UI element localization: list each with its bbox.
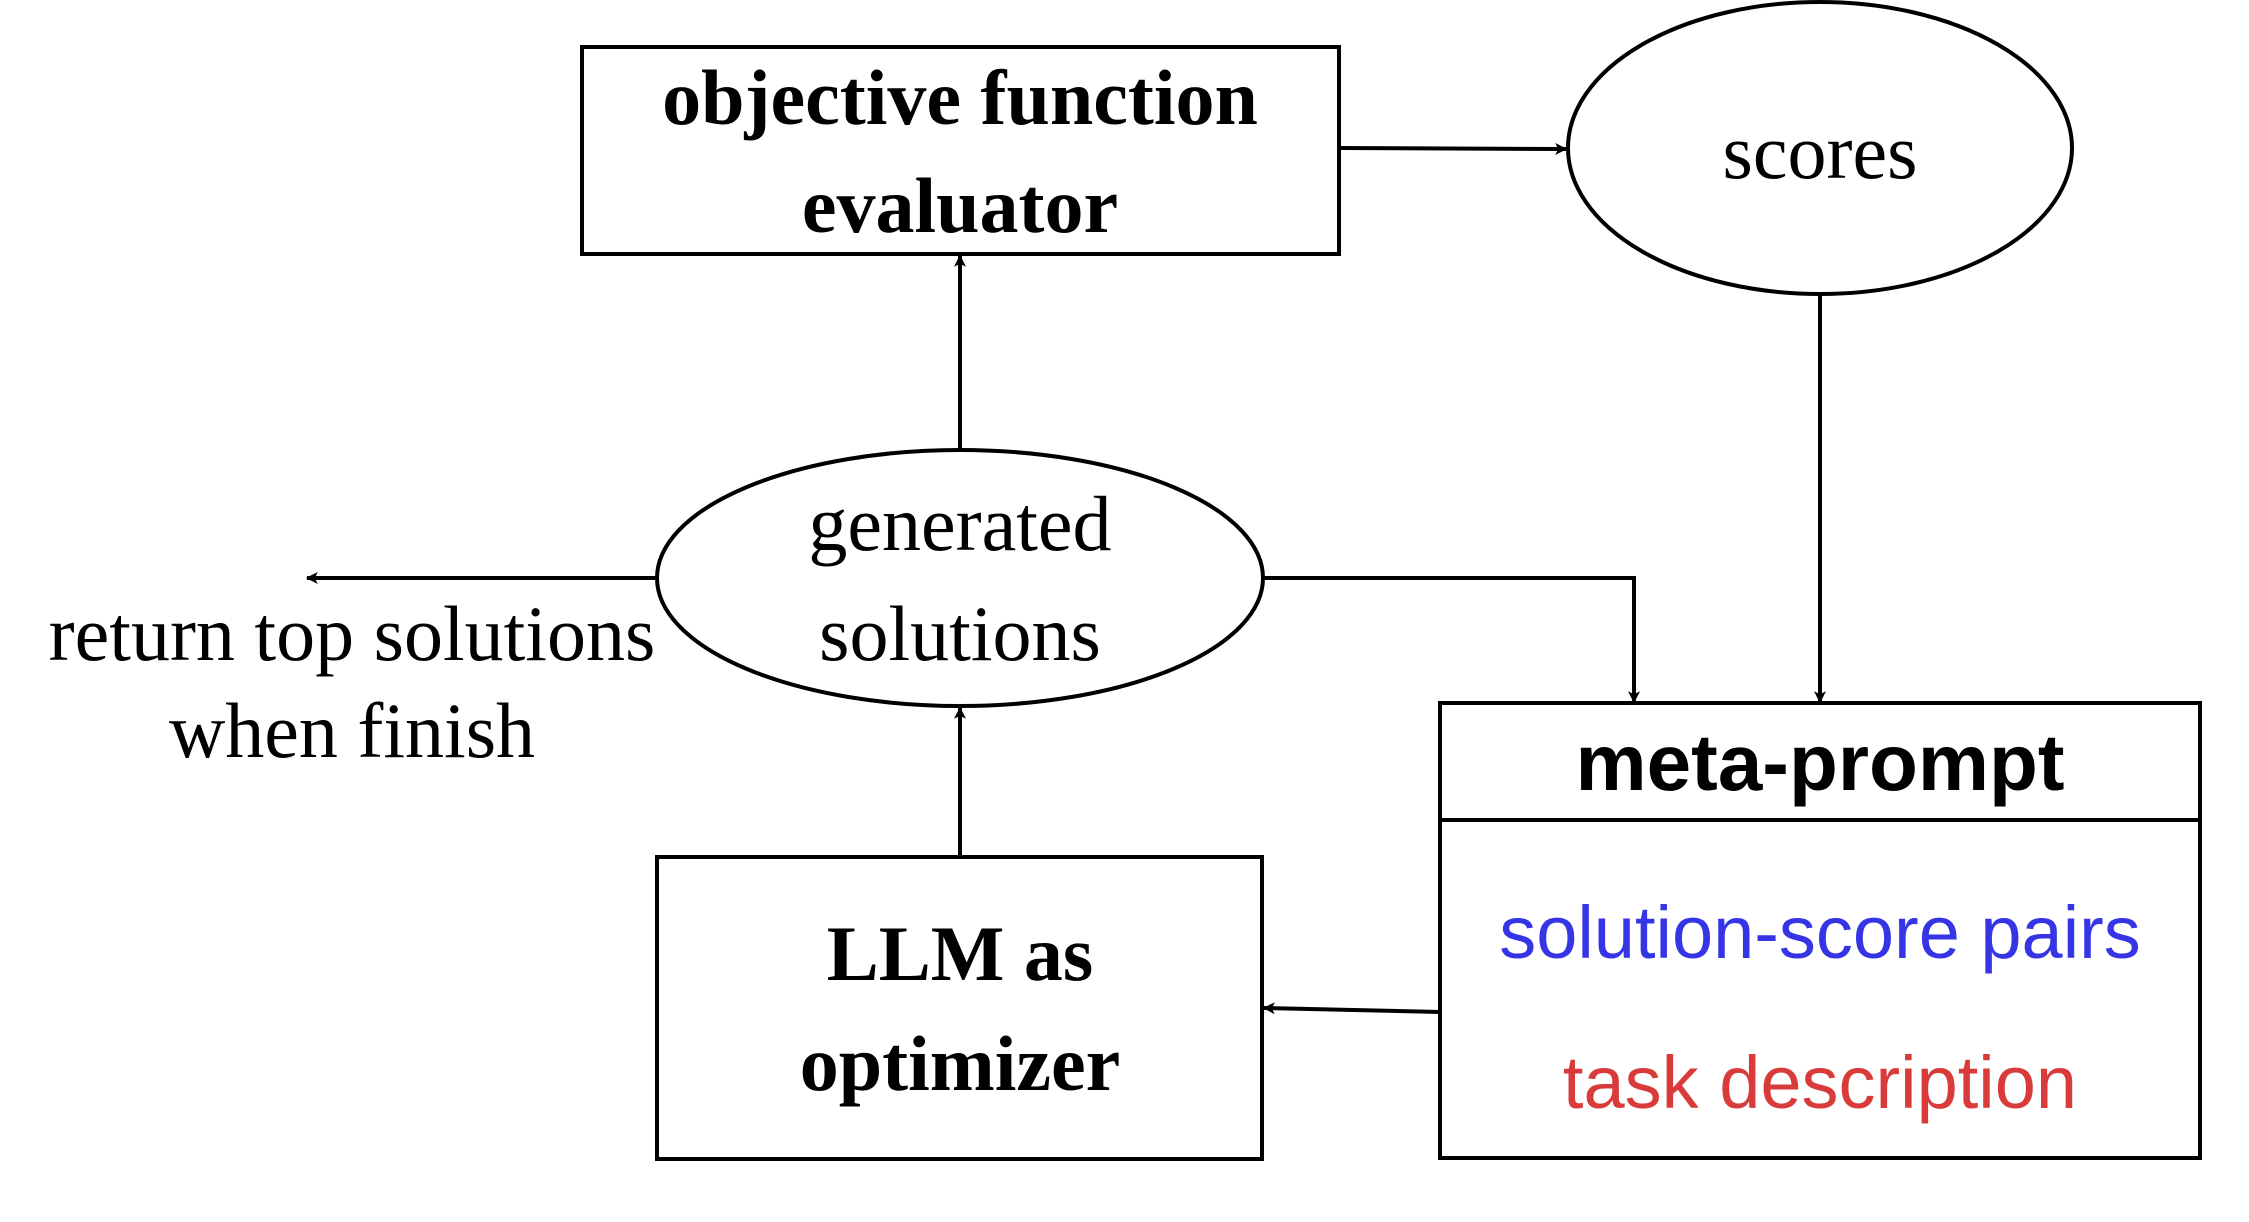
return-label-line2: when finish <box>169 687 535 774</box>
evaluator-label-line2: evaluator <box>802 162 1118 249</box>
optimizer-box <box>655 855 1264 1161</box>
meta-prompt-node: meta-prompt solution-score pairs task de… <box>1438 701 2202 1160</box>
evaluator-box <box>580 45 1341 256</box>
scores-ellipse <box>1566 0 2074 296</box>
arrow-evaluator-to-scores <box>1338 142 1568 155</box>
generated-solutions-label-line1: generated <box>808 480 1111 567</box>
optimizer-node: LLM as optimizer <box>655 855 1264 1161</box>
evaluator-node: objective function evaluator <box>580 45 1341 256</box>
generated-solutions-node: generated solutions <box>655 448 1265 708</box>
scores-label: scores <box>1723 108 1918 195</box>
scores-node: scores <box>1566 0 2074 296</box>
evaluator-label-line1: objective function <box>662 54 1258 141</box>
return-label: return top solutions when finish <box>49 590 656 774</box>
optimizer-label-line1: LLM as <box>827 910 1094 997</box>
meta-prompt-box <box>1438 701 2202 1160</box>
optimizer-label-line2: optimizer <box>800 1020 1121 1107</box>
meta-prompt-title: meta-prompt <box>1576 718 2065 807</box>
arrow-solutions-to-meta-prompt <box>1263 576 1640 704</box>
meta-prompt-item-task-description: task description <box>1563 1041 2077 1124</box>
arrow-meta-prompt-to-optimizer <box>1262 1002 1441 1015</box>
generated-solutions-label-line2: solutions <box>819 590 1101 677</box>
meta-prompt-item-solution-score-pairs: solution-score pairs <box>1499 891 2141 974</box>
return-label-line1: return top solutions <box>49 590 656 677</box>
